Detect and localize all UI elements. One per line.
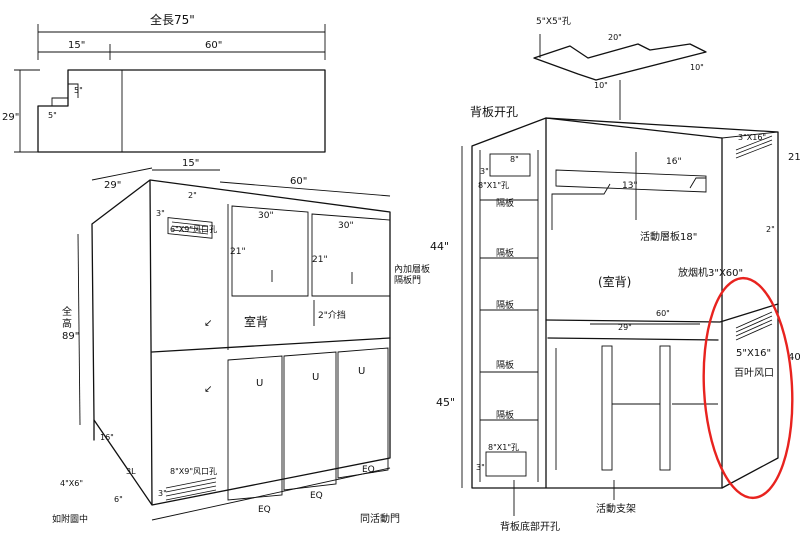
- dim-total-label: 全長75": [150, 12, 195, 27]
- lc-upper-w1: 30": [258, 211, 274, 221]
- highlight-ellipse: [702, 276, 794, 500]
- rc-frame-label: 放烟机3"X60": [678, 266, 743, 279]
- right-cabinet-view: 5"X5"孔 20" 10" 10" 背板开孔 隔板 隔板 隔板 隔板 隔板 8…: [430, 16, 800, 533]
- dim-right-label: 60": [205, 40, 222, 51]
- rc-shelf-3: 隔板: [496, 359, 514, 371]
- rc-shelf-13: 13": [622, 181, 638, 191]
- lc-carcass: [91, 179, 391, 506]
- lc-base-16: 16": [100, 433, 114, 442]
- lc-dim-side: 15": [182, 158, 199, 169]
- lc-door-note: 同活動門: [360, 512, 400, 525]
- lc-upper-h2: 21": [312, 255, 328, 265]
- lc-vent-top-b: 2": [188, 191, 197, 200]
- lc-eq3: EQ: [362, 465, 375, 475]
- rc-shelf-18: 活動層板18": [640, 230, 697, 243]
- lc-base-3: 3L: [126, 467, 136, 476]
- lc-vent-top-a: 3": [156, 209, 165, 218]
- lc-vent-bottom-label: 8"X9"风口孔: [170, 467, 217, 476]
- lc-base-6: 6": [114, 495, 123, 504]
- rc-bottom-hole: 8"X1"孔: [488, 443, 519, 452]
- rc-frame-29: 29": [618, 323, 632, 332]
- left-cabinet-view: 29" 15" 60" 30" 30" 21" 21" 6"X9"风口孔 3" …: [52, 158, 430, 525]
- rc-bottom-note-2: 活動支架: [596, 502, 636, 515]
- lc-vent-top-label: 6"X9"风口孔: [170, 225, 217, 234]
- rc-bottom-hole-b: 3": [476, 463, 485, 472]
- lc-upper-w2: 30": [338, 221, 354, 231]
- svg-text:↙: ↙: [204, 384, 212, 395]
- lc-eq2: EQ: [310, 491, 323, 501]
- rc-shelf-4: 隔板: [496, 409, 514, 421]
- rc-height-40: 40: [788, 352, 800, 363]
- rc-back-label: 背板开孔: [470, 105, 518, 119]
- top-plan-outline: [37, 69, 326, 153]
- lc-gap-note: 2"介挡: [318, 309, 346, 321]
- rc-top-piece: 5"X5"孔 20" 10" 10": [533, 16, 707, 120]
- svg-text:U: U: [312, 372, 319, 383]
- svg-text:↙: ↙: [204, 318, 212, 329]
- lc-dim-width: 60": [290, 176, 307, 187]
- rc-back-hole-c: 8": [510, 155, 519, 164]
- rc-top-vent: [735, 135, 773, 159]
- rc-frame-60: 60": [656, 309, 670, 318]
- rc-side-vent: [735, 311, 773, 341]
- lc-bottom-vent: [165, 477, 217, 501]
- rc-shelf-1: 隔板: [496, 247, 514, 259]
- rc-shelf-16: 16": [666, 157, 682, 167]
- svg-text:U: U: [358, 366, 365, 377]
- notch-b-label: 5": [48, 111, 57, 120]
- rc-height-21: 21: [788, 152, 800, 163]
- rc-vent-2: 2": [766, 225, 775, 234]
- top-plan-view: 全長75" 15" 60" 5" 5" 29": [2, 12, 326, 153]
- lc-inside-note: 內加層板隔板門: [394, 263, 430, 286]
- rc-vent-top-right: 3"X16": [738, 133, 766, 142]
- rc-bottom-note: 背板底部开孔: [500, 520, 560, 533]
- rc-back-hole: 8"X1"孔: [478, 181, 509, 190]
- rc-leg-frame: [555, 345, 718, 471]
- rc-vent-side-note: 百叶风口: [734, 367, 774, 379]
- notch-a-label: 5": [74, 86, 83, 95]
- rc-height-44: 44": [430, 240, 449, 253]
- lc-upper-h1: 21": [230, 247, 246, 257]
- dim-left-label: 15": [68, 40, 85, 51]
- rc-open-label: (室背): [598, 274, 631, 289]
- lc-top-vent: [167, 217, 213, 239]
- rc-shelf-0: 隔板: [496, 197, 514, 209]
- lc-vent-bottom-a: 3": [158, 489, 167, 498]
- lc-plan-note: 如附圖中: [52, 513, 88, 525]
- rc-back-hole-b: 3": [480, 167, 489, 176]
- lc-open-label: 室背: [244, 314, 268, 329]
- rc-top-hole: 5"X5"孔: [536, 16, 571, 27]
- rc-top-10a: 10": [594, 81, 608, 90]
- lc-base-4x: 4"X6": [60, 479, 83, 488]
- rc-top-20: 20": [608, 33, 622, 42]
- rc-top-10b: 10": [690, 63, 704, 72]
- rc-height-45: 45": [436, 396, 455, 409]
- lc-eq1: EQ: [258, 505, 271, 515]
- svg-text:U: U: [256, 378, 263, 389]
- rc-vent-side: 5"X16": [736, 348, 771, 359]
- dim-depth-label: 29": [2, 112, 19, 123]
- lc-dim-depth: 29": [104, 180, 121, 191]
- rc-carcass: [471, 117, 779, 489]
- rc-shelf-2: 隔板: [496, 299, 514, 311]
